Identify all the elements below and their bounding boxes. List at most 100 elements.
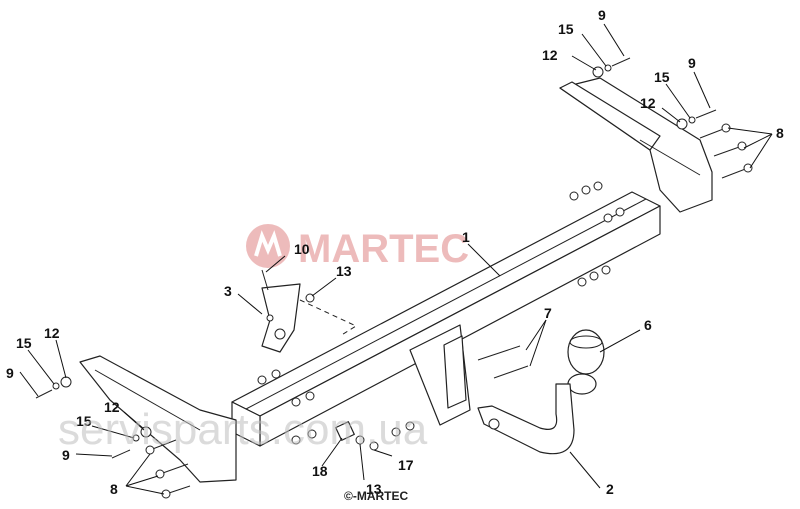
leader-12-top [571, 55, 597, 71]
washer-15-left [52, 382, 60, 390]
callout-9-lower: 9 [62, 447, 70, 463]
callout-9-left: 9 [6, 365, 14, 381]
right-bracket [559, 77, 713, 213]
top-fixings [35, 57, 717, 459]
washer-12-top [592, 66, 604, 78]
leader-lines [19, 23, 773, 495]
bolt-9-mid [695, 109, 717, 119]
callout-10: 10 [294, 241, 310, 257]
washer-15-mid [688, 116, 696, 124]
martec-watermark-logo: MARTEC [246, 224, 469, 271]
bolts-right-part-8 [699, 123, 753, 179]
nut [593, 181, 603, 191]
leader-8r-1 [727, 127, 773, 135]
bolt-7-2 [493, 365, 529, 379]
bolt-head-3 [743, 163, 753, 173]
bolt-9-top [611, 57, 631, 67]
leader-12-lower [123, 411, 145, 431]
leader-15-mid [665, 83, 691, 119]
leader-12-mid [661, 107, 681, 123]
centre-plate-inner [443, 335, 467, 409]
callout-13-upper: 13 [336, 263, 352, 279]
leader-9-lower [75, 453, 113, 457]
leader-7b [529, 319, 547, 367]
nut [569, 191, 579, 201]
callout-9-top: 9 [598, 7, 606, 23]
bolt-right-1 [699, 127, 727, 139]
tow-hook-part-2 [477, 373, 597, 455]
nut [257, 375, 267, 385]
leader-17 [373, 449, 393, 457]
leader-15-left [27, 349, 55, 385]
leader-9-mid [693, 71, 711, 109]
leader-10 [265, 255, 286, 273]
nut [291, 397, 301, 407]
washer-12-left [60, 376, 72, 388]
nut [291, 435, 301, 445]
bolt-10 [261, 269, 269, 291]
leader-1 [467, 243, 501, 277]
callout-12-left: 12 [44, 325, 60, 341]
bolts-part-7 [477, 345, 529, 379]
callout-12-lower: 12 [104, 399, 120, 415]
nut [271, 369, 281, 379]
socket-bracket-hole [274, 328, 286, 340]
callout-13-lower: 13 [366, 481, 382, 497]
socket-bracket-dash [299, 299, 358, 337]
bolt-9-lower [111, 449, 131, 459]
callout-2: 2 [606, 481, 614, 497]
tow-ball [567, 329, 605, 375]
socket-bracket-hole-small [266, 314, 274, 322]
site-watermark: servisparts.com.ua [58, 405, 428, 454]
nut [577, 277, 587, 287]
callout-17: 17 [398, 457, 414, 473]
martec-logo-mark [254, 230, 282, 257]
bolt-left-head-2 [155, 469, 165, 479]
leader-8r-3 [749, 133, 773, 169]
martec-logo-circle [246, 224, 290, 268]
callout-15-lower: 15 [76, 413, 92, 429]
tow-ball-part-6 [567, 329, 605, 375]
nut [589, 271, 599, 281]
nut [615, 207, 625, 217]
callout-1: 1 [462, 229, 470, 245]
callout-8-left: 8 [110, 481, 118, 497]
tow-ball-ring [569, 335, 603, 349]
centre-mount-plate [409, 324, 471, 426]
electric-socket-bracket-part-3 [261, 283, 358, 353]
callout-15-top: 15 [558, 21, 574, 37]
bolt-left-1 [149, 439, 177, 451]
leader-8r-2 [743, 133, 773, 149]
callout-8-right: 8 [776, 125, 784, 141]
nut [581, 185, 591, 195]
callout-15-mid: 15 [654, 69, 670, 85]
copyright-text: ©-MARTEC [344, 489, 409, 503]
bolt-right-2 [713, 145, 743, 157]
nut [603, 213, 613, 223]
callout-labels: 1 2 3 6 7 8 8 9 9 9 9 10 12 12 12 12 13 … [6, 7, 784, 497]
leader-9-left [19, 371, 39, 397]
crossbar-nuts [257, 181, 625, 445]
callout-15-left: 15 [16, 335, 32, 351]
bolt-left-2 [159, 463, 189, 475]
leader-8l-3 [125, 485, 165, 495]
hook-neck [477, 383, 575, 455]
crossbar-edge [245, 198, 647, 410]
leader-13-upper [311, 277, 337, 297]
callout-18: 18 [312, 463, 328, 479]
right-bracket-fold [639, 139, 701, 176]
bolt-head-2 [737, 141, 747, 151]
callout-9-mid: 9 [688, 55, 696, 71]
leader-3 [237, 293, 263, 315]
bolt-9-left [35, 389, 53, 399]
right-bracket-arm [559, 81, 661, 151]
hook-collar [567, 373, 597, 395]
leader-15-lower [91, 425, 135, 439]
nut [391, 427, 401, 437]
leader-12-left [55, 339, 67, 379]
leader-8l-1 [125, 453, 151, 487]
leader-15-top [581, 33, 607, 67]
callout-3: 3 [224, 283, 232, 299]
